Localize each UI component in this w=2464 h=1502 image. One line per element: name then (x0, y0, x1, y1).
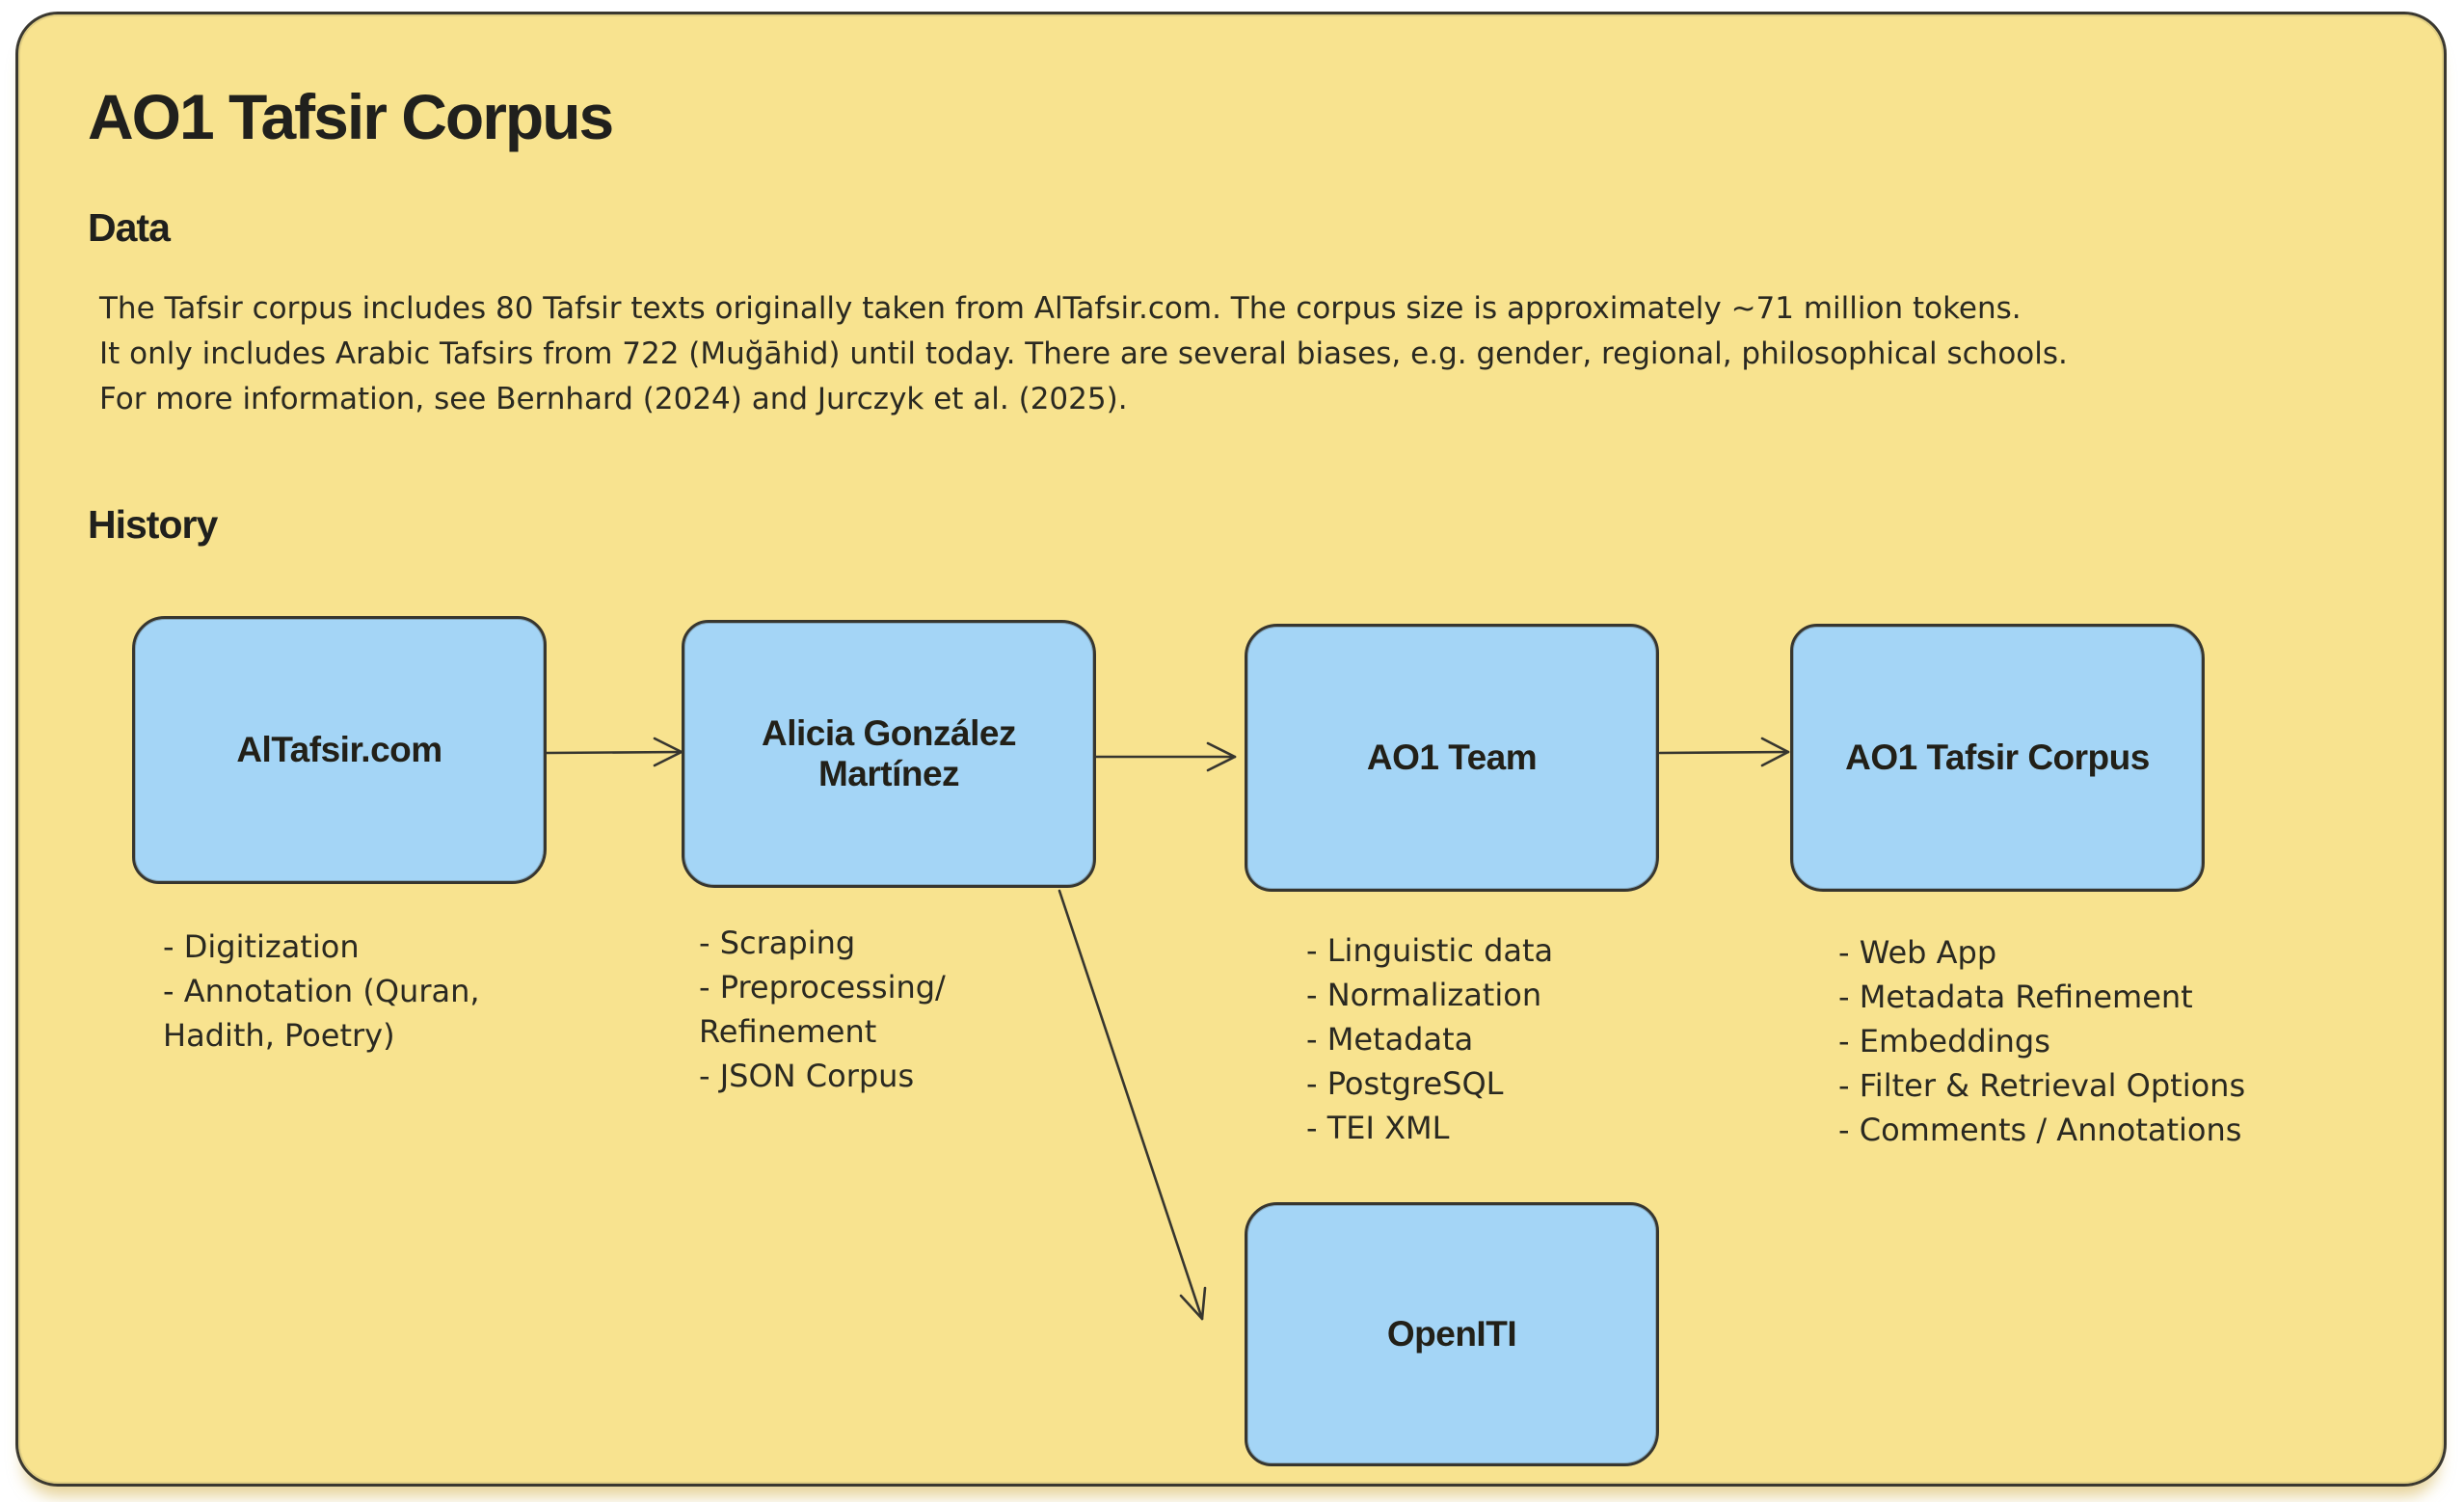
list-item: - Comments / Annotations (1838, 1112, 2242, 1148)
flow-node-label: AO1 Tafsir Corpus (1845, 738, 2150, 777)
list-item: - Metadata Refinement (1838, 979, 2193, 1015)
flow-node-openiti: OpenITI (1245, 1202, 1659, 1466)
list-item: - JSON Corpus (699, 1058, 915, 1094)
flow-node-label: OpenITI (1386, 1314, 1517, 1354)
list-item: - Scraping (699, 925, 856, 961)
flow-node-alicia-gonzalez-martinez: Alicia González Martínez (682, 620, 1096, 888)
list-item: - Digitization (163, 928, 360, 965)
section-heading-history: History (88, 502, 218, 547)
flow-node-altafsir: AlTafsir.com (132, 616, 547, 884)
arrow-ao1team-to-ao1corpus (1658, 737, 1790, 767)
data-paragraph: The Tafsir corpus includes 80 Tafsir tex… (99, 286, 2068, 422)
flow-node-ao1-team: AO1 Team (1245, 624, 1659, 892)
canvas-panel: AO1 Tafsir Corpus Data The Tafsir corpus… (15, 12, 2447, 1487)
list-item: - Web App (1838, 934, 1997, 971)
list-item: - Metadata (1306, 1021, 1474, 1058)
bullet-list-ao1team: - Linguistic data - Normalization - Meta… (1306, 928, 1553, 1150)
arrow-altafsir-to-alicia (545, 737, 683, 767)
flow-node-ao1-tafsir-corpus: AO1 Tafsir Corpus (1790, 624, 2205, 892)
bullet-list-alicia: - Scraping - Preprocessing/ Refinement -… (699, 921, 946, 1098)
list-item: - PostgreSQL (1306, 1065, 1504, 1102)
list-item: - TEI XML (1306, 1110, 1450, 1146)
arrow-alicia-to-openiti (1058, 889, 1207, 1321)
list-item: - Filter & Retrieval Options (1838, 1067, 2246, 1104)
bullet-list-altafsir: - Digitization - Annotation (Quran, Hadi… (163, 925, 480, 1058)
flow-node-label: Alicia González Martínez (762, 713, 1016, 793)
data-paragraph-line: For more information, see Bernhard (2024… (99, 382, 1128, 416)
page-title: AO1 Tafsir Corpus (88, 81, 614, 152)
arrow-alicia-to-ao1team (1094, 741, 1237, 772)
list-item: Refinement (699, 1013, 877, 1050)
flow-node-label: AO1 Team (1366, 738, 1538, 777)
list-item: - Preprocessing/ (699, 969, 946, 1006)
flow-node-label: AlTafsir.com (236, 730, 442, 769)
list-item: Hadith, Poetry) (163, 1017, 395, 1054)
list-item: - Embeddings (1838, 1023, 2050, 1059)
list-item: - Normalization (1306, 977, 1542, 1013)
section-heading-data: Data (88, 205, 171, 250)
list-item: - Linguistic data (1306, 932, 1554, 969)
list-item: - Annotation (Quran, (163, 973, 480, 1009)
bullet-list-ao1corpus: - Web App - Metadata Refinement - Embedd… (1838, 930, 2245, 1152)
data-paragraph-line: The Tafsir corpus includes 80 Tafsir tex… (99, 291, 2022, 326)
data-paragraph-line: It only includes Arabic Tafsirs from 722… (99, 336, 2068, 371)
